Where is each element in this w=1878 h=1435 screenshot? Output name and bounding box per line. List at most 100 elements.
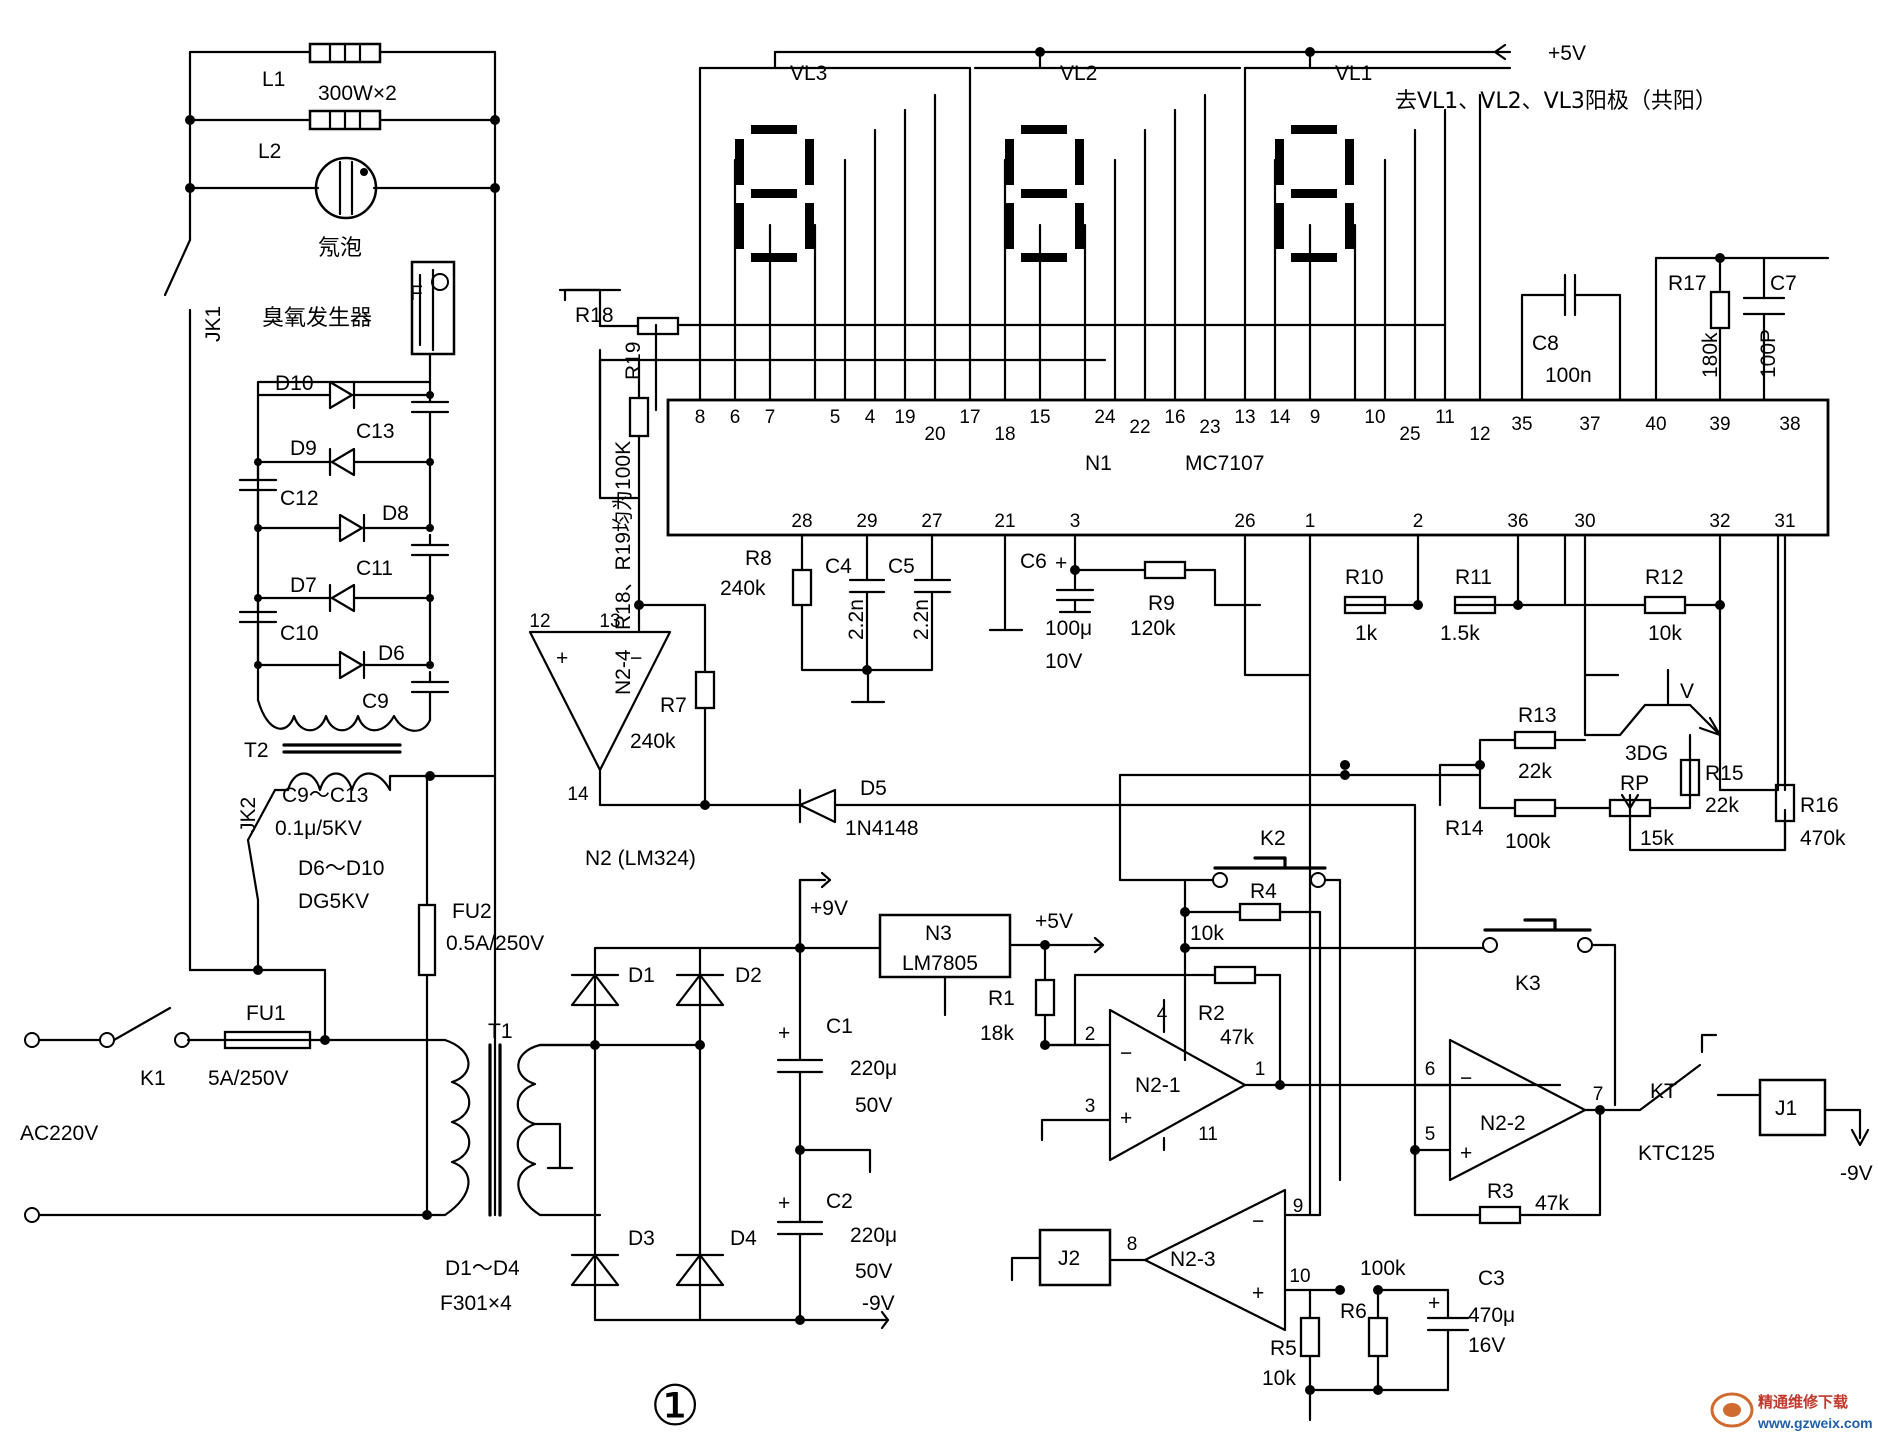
label-anode-note: 去VL1、VL2、VL3阳极（共阳） (1395, 89, 1717, 114)
label-fu1: FU1 (246, 1002, 286, 1025)
label-r9-value: 120k (1130, 617, 1176, 640)
pin-6: 6 (1425, 1059, 1436, 1080)
label-n2-3: N2-3 (1170, 1248, 1216, 1271)
label-r13: R13 (1518, 704, 1557, 727)
n1-pin-label: 22 (1129, 417, 1150, 438)
label-c5-value: 2.2n (910, 599, 933, 640)
label-t2: T2 (244, 739, 269, 762)
seven-segment-vl2 (1005, 125, 1084, 262)
diode-d6 (256, 650, 432, 680)
neon-bulb (314, 156, 378, 220)
label-jk2: JK2 (237, 797, 260, 833)
n1-pin-label: 17 (959, 407, 980, 428)
label-kt: KT (1650, 1080, 1677, 1103)
label-j2: J2 (1058, 1247, 1080, 1270)
label-r18-r19-note: R18、R19均为100K (612, 441, 635, 630)
label-r11-value: 1.5k (1440, 622, 1480, 645)
relay-j1 (1758, 1078, 1827, 1137)
pin-10: 10 (1289, 1266, 1310, 1287)
opamp-n2-4: + − N2-4 12 13 14 R7 240k N2 (LM324) D5 … (528, 496, 1417, 1217)
n1-pin-label: 7 (765, 407, 776, 428)
label-v: V (1680, 680, 1694, 703)
switch-k3[interactable]: K3 (1183, 918, 1617, 1107)
heater-section: L1 300W×2 L2 氖泡 JK1 (163, 42, 500, 1217)
label-r3-value: 47k (1535, 1192, 1569, 1215)
n1-pin-label: 9 (1310, 407, 1321, 428)
label-mc7107: MC7107 (1185, 452, 1264, 475)
n1-pin-label: 21 (994, 511, 1015, 532)
label-r2-value: 47k (1220, 1026, 1254, 1049)
label-r16: R16 (1800, 794, 1839, 817)
label-c10: C10 (280, 622, 319, 645)
label-r10-value: 1k (1355, 622, 1378, 645)
n1-pin-label: 31 (1774, 511, 1795, 532)
n1-pin-label: 18 (994, 424, 1015, 445)
label-r6-value: 100k (1360, 1257, 1406, 1280)
label-heater-rating: 300W×2 (318, 82, 397, 105)
label-neon: 氖泡 (318, 236, 362, 261)
r18-r19: R18 R19 R18、R19均为100K (563, 288, 680, 630)
n1-pin-label: 37 (1579, 414, 1600, 435)
n1-pin-label: 25 (1399, 424, 1420, 445)
pin-12: 12 (529, 611, 550, 632)
label-vl1: VL1 (1335, 62, 1372, 85)
n2-3-plus: + (1252, 1282, 1264, 1305)
diode-d7 (256, 583, 432, 613)
label-k1: K1 (140, 1067, 166, 1090)
label-c4: C4 (825, 555, 852, 578)
label-rp-value: 15k (1640, 827, 1674, 850)
label-jk1: JK1 (202, 306, 225, 342)
label-r18: R18 (575, 304, 614, 327)
label-c12: C12 (280, 487, 319, 510)
label-r19: R19 (622, 341, 645, 380)
label-lm7805: LM7805 (902, 952, 978, 975)
n1-pin-label: 40 (1645, 414, 1666, 435)
power-supply: T1 D1 D2 D3 D4 D1～D4 F301×4 + + C1 220μ … (440, 871, 1105, 1330)
label-c7-value: 100P (1757, 329, 1780, 378)
label-c3-voltage: 16V (1468, 1334, 1505, 1357)
diode-d9 (256, 447, 432, 477)
r4: R4 10k (1180, 880, 1322, 1217)
pin-11: 11 (1198, 1124, 1218, 1145)
label-c8: C8 (1532, 332, 1559, 355)
label-r17: R17 (1668, 272, 1707, 295)
label-c8-value: 100n (1545, 364, 1592, 387)
label-c7: C7 (1770, 272, 1797, 295)
label-v-type: 3DG (1625, 742, 1668, 765)
label-l1: L1 (262, 68, 285, 91)
opamp-n2-3: − + N2-3 9 10 8 J2 R5 10k R6 100k + C3 4… (1010, 1188, 1515, 1422)
pin-7: 7 (1593, 1084, 1604, 1105)
label-n2-2: N2-2 (1480, 1112, 1526, 1135)
watermark: 精通维修下载 www.gzweix.com (1710, 1392, 1873, 1431)
label-c2-voltage: 50V (855, 1260, 892, 1283)
n1-pin-label: 15 (1029, 407, 1050, 428)
ozone-generator: F 臭氧发生器 D10 D9 D8 D7 D6 C13 C11 C9 C12 C… (188, 260, 497, 975)
pin-3: 3 (1085, 1096, 1096, 1117)
label-r6: R6 (1340, 1300, 1367, 1323)
label-pos-9v: +9V (810, 897, 848, 920)
label-k3: K3 (1515, 972, 1541, 995)
n2-4-plus: + (556, 647, 568, 670)
label-t1: T1 (488, 1020, 513, 1043)
n1-pin-label: 8 (695, 407, 706, 428)
n1-pin-label: 2 (1413, 511, 1424, 532)
label-l2: L2 (258, 140, 281, 163)
n2-1-plus: + (1120, 1107, 1132, 1130)
n1-pin-label: 1 (1305, 511, 1316, 532)
label-r15-value: 22k (1705, 794, 1739, 817)
label-d10: D10 (275, 372, 314, 395)
n1-pin-label: 19 (894, 407, 915, 428)
c2-plus: + (778, 1192, 790, 1215)
switch-k2[interactable]: K2 (1118, 773, 1342, 1182)
c6-plus: + (1055, 552, 1067, 575)
n2-1-minus: − (1120, 1042, 1132, 1065)
label-fu2: FU2 (452, 900, 492, 923)
label-r5: R5 (1270, 1337, 1297, 1360)
label-r14: R14 (1445, 817, 1484, 840)
n1-pin-label: 11 (1435, 407, 1455, 428)
label-c1-value: 220μ (850, 1057, 897, 1080)
n1-pin-label: 3 (1070, 511, 1081, 532)
bias-network: V 3DG R13 22k R14 100k RP 15k R15 22k R1… (1118, 533, 1846, 853)
